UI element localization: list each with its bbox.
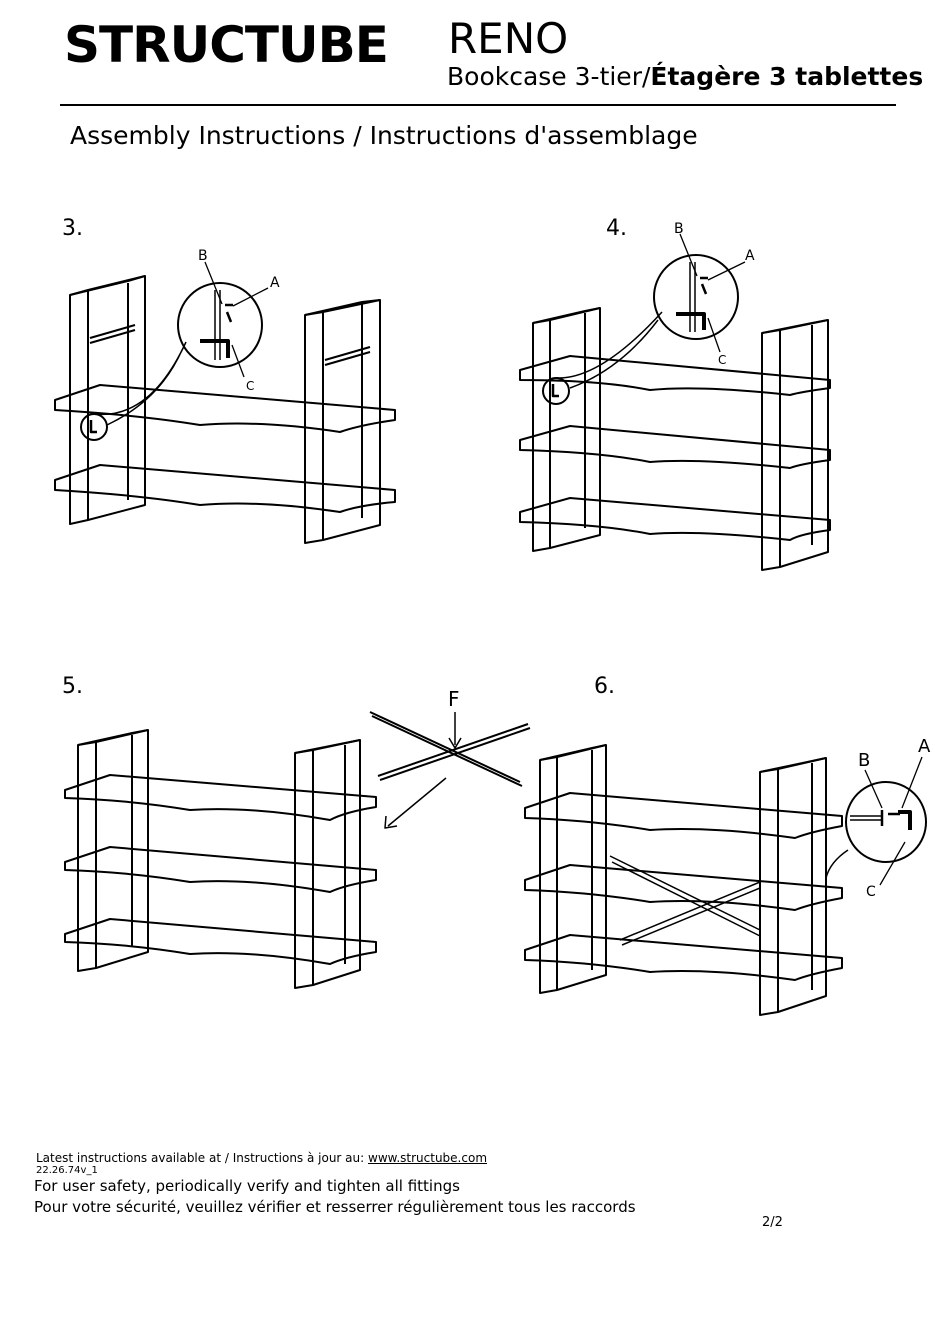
step-5-callout-f: F xyxy=(448,687,460,711)
document-code: 22.26.74v_1 xyxy=(36,1165,98,1176)
step-3-callout-a: A xyxy=(270,275,280,291)
step-6-callout-a: A xyxy=(918,736,931,757)
step-4-callout-a: A xyxy=(745,248,755,264)
header-divider xyxy=(60,104,896,106)
subtitle-fr: Étagère 3 tablettes xyxy=(650,62,924,91)
safety-note-en: For user safety, periodically verify and… xyxy=(34,1177,460,1195)
model-name: RENO xyxy=(448,14,569,63)
step-6-callout-b: B xyxy=(858,750,870,771)
latest-instructions: Latest instructions available at / Instr… xyxy=(36,1151,487,1165)
step-3-callout-c: C xyxy=(246,379,254,393)
section-title: Assembly Instructions / Instructions d'a… xyxy=(70,121,698,150)
structube-link[interactable]: www.structube.com xyxy=(368,1151,488,1165)
page-number: 2/2 xyxy=(762,1215,783,1230)
step-5-illustration xyxy=(64,711,531,989)
product-subtitle: Bookcase 3-tier/Étagère 3 tablettes xyxy=(447,62,923,91)
safety-note-fr: Pour votre sécurité, veuillez vérifier e… xyxy=(34,1198,636,1216)
step-6-callout-c: C xyxy=(866,884,876,900)
step-6-illustration xyxy=(524,744,927,1016)
latest-instructions-text: Latest instructions available at / Instr… xyxy=(36,1151,368,1165)
step-3-callout-b: B xyxy=(198,248,208,264)
brand-logo: STRUCTUBE xyxy=(64,16,389,74)
step-6-number: 6. xyxy=(594,674,615,699)
step-5-number: 5. xyxy=(62,674,83,699)
step-4-callout-b: B xyxy=(674,221,684,237)
step-4-number: 4. xyxy=(606,216,627,241)
subtitle-en: Bookcase 3-tier/ xyxy=(447,62,651,91)
step-4-callout-c: C xyxy=(718,353,726,367)
step-3-number: 3. xyxy=(62,216,83,241)
step-3-illustration xyxy=(54,261,396,544)
step-4-illustration xyxy=(519,233,831,571)
